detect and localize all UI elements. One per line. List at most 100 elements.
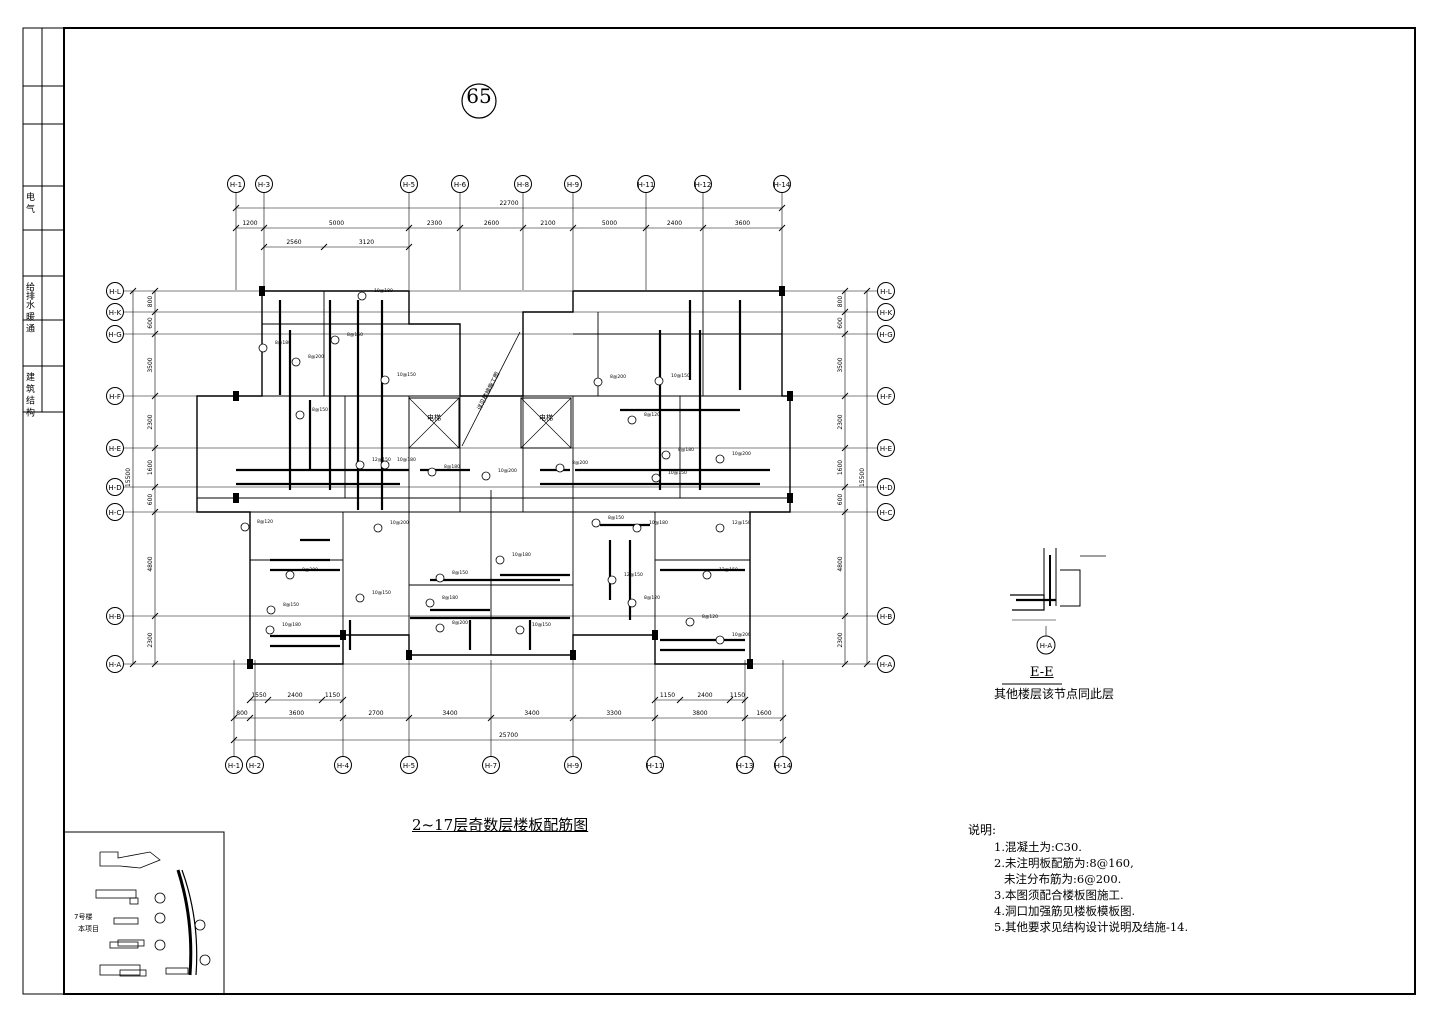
dim-tick bbox=[651, 714, 659, 722]
dim-tick bbox=[129, 660, 137, 668]
dim-text: 1150 bbox=[325, 692, 340, 699]
dim-tick bbox=[151, 612, 159, 620]
dim-text: 2600 bbox=[484, 220, 499, 227]
column bbox=[233, 391, 239, 401]
dim-text: 2400 bbox=[667, 220, 682, 227]
rebar-tag bbox=[240, 522, 250, 532]
dim-text: 3600 bbox=[289, 710, 304, 717]
site-block bbox=[113, 917, 139, 925]
dim-text: 800 bbox=[147, 296, 154, 308]
column bbox=[779, 286, 785, 296]
dim-tick bbox=[863, 287, 871, 295]
dim-tick bbox=[841, 612, 849, 620]
axis-top-bubble bbox=[514, 175, 532, 193]
site-block bbox=[129, 897, 139, 905]
rebar-label: 8@180 bbox=[275, 340, 291, 346]
rebar-label: 12@150 bbox=[732, 520, 751, 526]
dim-text: 3400 bbox=[442, 710, 457, 717]
axis-right-label: H-F bbox=[880, 393, 892, 401]
site-sub-label: 本项目 bbox=[78, 925, 99, 933]
axis-left-bubble bbox=[106, 387, 124, 405]
dim-tick bbox=[230, 736, 238, 744]
dim-tick bbox=[151, 392, 159, 400]
dim-text: 1600 bbox=[147, 460, 154, 475]
axis-right-bubble bbox=[877, 655, 895, 673]
axis-bottom-bubble bbox=[482, 756, 500, 774]
site-block bbox=[165, 967, 189, 975]
dim-tick bbox=[151, 483, 159, 491]
axis-left-bubble bbox=[106, 282, 124, 300]
dim-tick bbox=[151, 330, 159, 338]
axis-left-bubble bbox=[106, 607, 124, 625]
rebar-label: 10@150 bbox=[372, 590, 391, 596]
axis-bottom-label: H-4 bbox=[337, 762, 350, 770]
sheet-number: 65 bbox=[466, 84, 492, 108]
axis-top-label: H-9 bbox=[567, 181, 579, 189]
notes-heading: 说明: bbox=[968, 823, 997, 837]
note-item: 5.其他要求见结构设计说明及结施-14. bbox=[994, 920, 1189, 934]
axis-left-bubble bbox=[106, 478, 124, 496]
axis-bottom-bubble bbox=[225, 756, 243, 774]
column bbox=[652, 630, 658, 640]
axis-left-label: H-C bbox=[109, 509, 122, 517]
rebar-tag bbox=[355, 460, 365, 470]
axis-right-bubble bbox=[877, 303, 895, 321]
dim-text: 1550 bbox=[251, 692, 266, 699]
axis-left-bubble bbox=[106, 655, 124, 673]
axis-top-bubble bbox=[451, 175, 469, 193]
site-building bbox=[99, 851, 161, 869]
sheet-number-bubble bbox=[461, 83, 497, 119]
axis-top-label: H-11 bbox=[638, 181, 655, 189]
axis-top-bubble bbox=[564, 175, 582, 193]
axis-bottom-label: H-13 bbox=[737, 762, 754, 770]
dim-tick bbox=[741, 696, 749, 704]
dim-text: 600 bbox=[147, 317, 154, 329]
rebar-tag bbox=[330, 335, 340, 345]
column bbox=[406, 650, 412, 660]
rebar-label: 8@180 bbox=[442, 595, 458, 601]
rebar-tag bbox=[715, 523, 725, 533]
elevator-label: 电梯 bbox=[539, 413, 553, 422]
axis-bottom-label: H-7 bbox=[485, 762, 497, 770]
rebar-label: 10@180 bbox=[397, 457, 416, 463]
stair-note: 详见楼梯施工图 bbox=[475, 371, 501, 412]
rebar-label: 8@200 bbox=[452, 620, 468, 626]
rebar-label: 8@150 bbox=[608, 515, 624, 521]
rebar-label: 8@200 bbox=[610, 374, 626, 380]
dim-tick bbox=[151, 287, 159, 295]
axis-left-label: H-L bbox=[109, 288, 121, 296]
axis-bottom-bubble bbox=[736, 756, 754, 774]
dim-text: 3400 bbox=[524, 710, 539, 717]
rebar-tag bbox=[715, 635, 725, 645]
dim-tick bbox=[699, 224, 707, 232]
rebar-label: 10@150 bbox=[532, 622, 551, 628]
axis-top-label: H-6 bbox=[454, 181, 467, 189]
dim-text: 2300 bbox=[147, 414, 154, 429]
dim-text: 3500 bbox=[147, 357, 154, 372]
rebar-label: 10@200 bbox=[498, 468, 517, 474]
dim-text: 22700 bbox=[499, 200, 518, 207]
site-block bbox=[109, 941, 139, 949]
rebar-label: 8@150 bbox=[283, 602, 299, 608]
site-tree bbox=[154, 892, 166, 904]
axis-left-label: H-D bbox=[108, 484, 121, 492]
axis-right-bubble bbox=[877, 607, 895, 625]
note-item: 1.混凝土为:C30. bbox=[994, 840, 1082, 854]
dim-tick bbox=[320, 243, 328, 251]
rebar-tag bbox=[515, 625, 525, 635]
elevator-label: 电梯 bbox=[427, 413, 441, 422]
axis-right-label: H-G bbox=[879, 331, 892, 339]
rebar-tag bbox=[593, 377, 603, 387]
axis-left-label: H-G bbox=[108, 331, 121, 339]
rebar-label: 10@180 bbox=[282, 622, 301, 628]
rebar-tag bbox=[357, 291, 367, 301]
column bbox=[787, 391, 793, 401]
rebar-label: 10@200 bbox=[390, 520, 409, 526]
axis-left-bubble bbox=[106, 325, 124, 343]
dim-text: 3120 bbox=[359, 239, 374, 246]
rebar-label: 8@120 bbox=[644, 595, 660, 601]
dim-text: 4800 bbox=[147, 556, 154, 571]
rebar-tag bbox=[380, 460, 390, 470]
dim-text: 1600 bbox=[837, 460, 844, 475]
dim-tick bbox=[246, 714, 254, 722]
